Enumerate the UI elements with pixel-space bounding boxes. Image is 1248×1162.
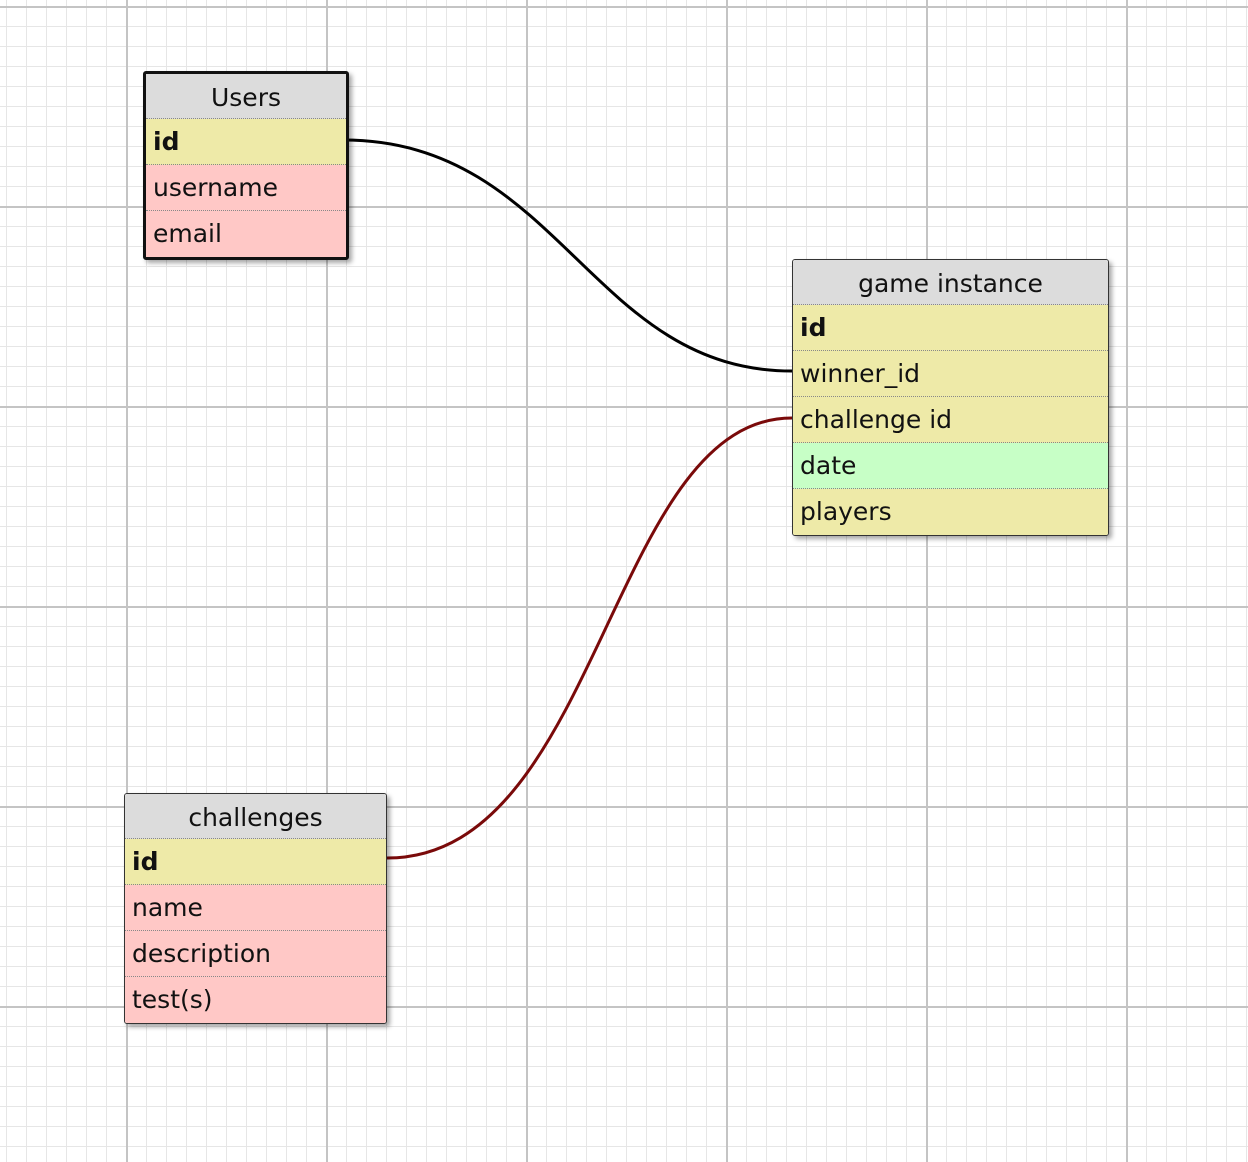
users-field-username[interactable]: username (146, 165, 346, 211)
users-field-email[interactable]: email (146, 211, 346, 257)
relation-challenges-id-to-challenge-id[interactable] (386, 416, 793, 860)
relation-users-id-to-winner-id[interactable] (342, 138, 793, 373)
challenges-field-tests[interactable]: test(s) (125, 977, 386, 1023)
game-field-winner-id[interactable]: winner_id (793, 351, 1108, 397)
game-field-date[interactable]: date (793, 443, 1108, 489)
users-table-header: Users (146, 74, 346, 119)
challenges-field-description[interactable]: description (125, 931, 386, 977)
users-field-id[interactable]: id (146, 119, 346, 165)
game-field-id[interactable]: id (793, 305, 1108, 351)
challenges-field-name[interactable]: name (125, 885, 386, 931)
game-instance-table-header: game instance (793, 260, 1108, 305)
challenges-table-header: challenges (125, 794, 386, 839)
game-field-challenge-id[interactable]: challenge id (793, 397, 1108, 443)
challenges-field-id[interactable]: id (125, 839, 386, 885)
game-field-players[interactable]: players (793, 489, 1108, 535)
challenges-table[interactable]: challenges id name description test(s) (124, 793, 387, 1024)
game-instance-table[interactable]: game instance id winner_id challenge id … (792, 259, 1109, 536)
users-table[interactable]: Users id username email (143, 71, 349, 260)
